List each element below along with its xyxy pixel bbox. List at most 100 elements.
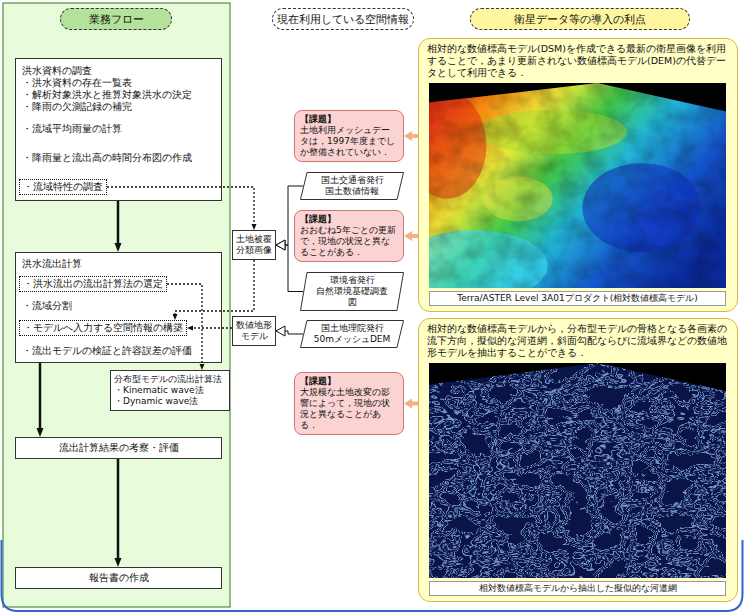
arrow-head	[115, 243, 122, 252]
node-text: ・流域平均雨量の計算	[22, 123, 217, 135]
connector	[276, 326, 303, 336]
image-caption: 相対数値標高モデルから抽出した擬似的な河道網	[429, 581, 726, 596]
connector-line	[39, 363, 42, 429]
arrow-head	[276, 240, 285, 250]
connector	[115, 459, 122, 567]
river-network-image	[429, 363, 726, 578]
node-text: 洪水資料の調査	[22, 65, 217, 77]
connector	[173, 260, 255, 320]
node-text: 分布型モデルの流出計算法	[114, 374, 226, 385]
node-text: ・流域特性の調査	[23, 181, 103, 193]
node-text: ・流域分割	[22, 300, 217, 312]
node-text: 相対数値標高モデルから抽出した擬似的な河道網	[433, 583, 722, 594]
source-data: 国土交通省発行国土数値情報	[300, 172, 404, 200]
node-text: 【課題】	[300, 114, 398, 125]
node-text: おおむね5年ごとの更新で，現地の状況と異なることがある．	[300, 225, 398, 258]
arrow-head	[187, 326, 193, 331]
data-box: 数値地形 モデル	[232, 316, 276, 346]
process-box: 洪水資料の調査・洪水資料の存在一覧表・解析対象洪水と推算対象洪水の決定・降雨の欠…	[15, 58, 222, 201]
node-text: 報告書の作成	[19, 572, 218, 584]
connector	[107, 187, 257, 230]
node-text: 国土交通省発行	[312, 175, 392, 186]
connector	[276, 186, 303, 250]
node-text: 環境省発行	[312, 275, 392, 286]
arrow-head	[115, 558, 122, 567]
issue-callout: 【課題】大規模な土地改変の影響によって，現地の状況と異なることがある．	[294, 372, 404, 435]
issue-callout: 【課題】土地利用メッシュデータは，1997年度までしか整備されていない．	[294, 110, 404, 162]
connector-line	[117, 201, 120, 244]
section-header: 業務フロー	[60, 8, 172, 30]
arrow-head	[404, 131, 412, 141]
connector-line	[107, 187, 254, 225]
connector	[404, 131, 418, 141]
node-text: ・流出モデルの検証と許容誤差の評価	[22, 345, 217, 357]
connector-line	[411, 134, 418, 138]
node-text: ・洪水資料の存在一覧表	[22, 77, 217, 89]
dotted-item: ・流域特性の調査	[19, 179, 107, 195]
connector-line	[167, 284, 202, 365]
node-text: 洪水流出計算	[22, 258, 217, 270]
section-header: 衛星データ等の導入の利点	[470, 8, 690, 30]
arrow-head	[276, 240, 285, 250]
connector-line	[175, 260, 254, 315]
node-text: 相対的な数値標高モデル(DSM)を作成できる最新の衛星画像を利用することで，あま…	[427, 43, 729, 79]
node-text: ・Dynamic wave法	[114, 396, 226, 407]
method-box: 分布型モデルの流出計算法・Kinematic wave法・Dynamic wav…	[110, 370, 230, 411]
arrow-head	[252, 224, 257, 230]
node-text: 50mメッシュDEM	[312, 334, 392, 345]
workflow-panel	[3, 3, 230, 607]
source-data: 環境省発行自然環境基礎調査図	[300, 272, 404, 311]
node-text: 土地利用メッシュデータは，1997年度までしか整備されていない．	[300, 125, 398, 158]
node-text: 現在利用している空間情報	[277, 13, 409, 26]
benefit-box: 相対的な数値標高モデル(DSM)を作成できる最新の衛星画像を利用することで，あま…	[418, 38, 738, 312]
issue-callout: 【課題】おおむね5年ごとの更新で，現地の状況と異なることがある．	[294, 210, 404, 262]
arrow-head	[37, 428, 44, 437]
connector-line	[411, 402, 418, 406]
dem-image	[429, 83, 726, 288]
process-box: 洪水流出計算・流域分割・流出モデルの検証と許容誤差の評価・洪水流出の流出計算法の…	[15, 252, 222, 363]
benefit-box: 相対的な数値標高モデルから，分布型モデルの骨格となる各画素の流下方向，擬似的な河…	[418, 318, 738, 602]
arrow-head	[173, 314, 178, 320]
node-text: 【課題】	[300, 214, 398, 225]
connector	[404, 231, 418, 241]
node-text: 流出計算結果の考察・評価	[19, 442, 218, 454]
connector	[276, 240, 303, 292]
connector	[187, 326, 232, 331]
process-box: 流出計算結果の考察・評価	[15, 437, 222, 459]
dotted-item: ・モデルへ入力する空間情報の構築	[19, 320, 187, 336]
node-text: 業務フロー	[89, 13, 144, 26]
node-text: ・解析対象洪水と推算対象洪水の決定	[22, 89, 217, 101]
node-text: ・降雨の欠測記録の補完	[22, 101, 217, 113]
arrow-head	[276, 326, 285, 336]
connector-line	[284, 186, 303, 245]
node-text: 数値地形 モデル	[235, 320, 273, 342]
node-text: 国土数値情報	[312, 186, 392, 197]
process-box: 報告書の作成	[15, 567, 222, 589]
connector-line	[192, 327, 232, 328]
connector	[404, 399, 418, 409]
image-caption: Terra/ASTER Level 3A01プロダクト(相対数値標高モデル)	[429, 291, 726, 306]
node-text: 相対的な数値標高モデルから，分布型モデルの骨格となる各画素の流下方向，擬似的な河…	[427, 323, 729, 359]
node-text: ・モデルへ入力する空間情報の構築	[23, 322, 183, 334]
connector	[115, 201, 122, 252]
connector-line	[284, 331, 303, 334]
dotted-item: ・洪水流出の流出計算法の選定	[19, 276, 167, 292]
node-text: ・Kinematic wave法	[114, 385, 226, 396]
node-text: ・洪水流出の流出計算法の選定	[23, 278, 163, 290]
node-text: Terra/ASTER Level 3A01プロダクト(相対数値標高モデル)	[433, 293, 722, 304]
node-text: 自然環境基礎調査図	[312, 286, 392, 308]
arrow-head	[200, 364, 205, 370]
connector	[37, 363, 44, 437]
node-text: 土地被覆 分類画像	[235, 234, 273, 256]
node-text: ・降雨量と流出高の時間分布図の作成	[22, 152, 217, 164]
arrow-head	[404, 231, 412, 241]
connector-line	[411, 234, 418, 238]
node-text: 【課題】	[300, 376, 398, 387]
node-text: 国土地理院発行	[312, 323, 392, 334]
source-data: 国土地理院発行50mメッシュDEM	[300, 320, 404, 348]
node-text: 衛星データ等の導入の利点	[514, 13, 646, 26]
node-text: 大規模な土地改変の影響によって，現地の状況と異なることがある．	[300, 387, 398, 431]
arrow-head	[404, 399, 412, 409]
connector-line	[284, 245, 303, 292]
